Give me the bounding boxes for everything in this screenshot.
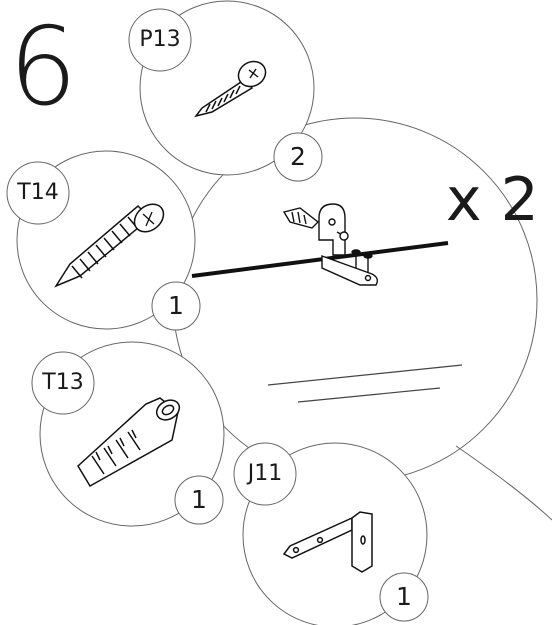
- guide-lines: [267, 364, 463, 403]
- part-circle-j11: [233, 442, 429, 625]
- part-code-t14: T14: [17, 180, 59, 205]
- qty-bubble: [273, 132, 323, 182]
- wall-plug-icon: [77, 397, 181, 488]
- part-tag-bubble: [233, 442, 297, 506]
- bracket-assembly-detail: [282, 203, 379, 286]
- part-tag-bubble: [31, 351, 95, 415]
- countersunk-wood-screw-icon: [54, 203, 165, 288]
- part-code-j11: J11: [247, 461, 283, 486]
- qty-bubble: [379, 572, 429, 622]
- part-code-t13: T13: [42, 370, 84, 395]
- part-qty-j11: 1: [396, 582, 412, 611]
- pan-head-screw-icon: [194, 60, 267, 118]
- part-tag-bubble: [6, 161, 70, 225]
- part-circle-p13: [128, 0, 323, 182]
- part-qty-p13: 2: [290, 142, 306, 171]
- step-number: 6: [8, 5, 78, 130]
- quantity-multiplier: x 2: [446, 165, 539, 235]
- part-qty-t13: 1: [191, 485, 207, 514]
- qty-bubble: [151, 281, 201, 331]
- angle-bracket-icon: [282, 511, 373, 573]
- part-circle-t14: [6, 150, 201, 331]
- part-qty-t14: 1: [168, 291, 184, 320]
- part-tag-bubble: [128, 8, 192, 72]
- qty-bubble: [174, 475, 224, 525]
- shelf-edge-line: [191, 241, 449, 278]
- part-circle-t13: [31, 341, 225, 527]
- part-code-p13: P13: [139, 27, 181, 52]
